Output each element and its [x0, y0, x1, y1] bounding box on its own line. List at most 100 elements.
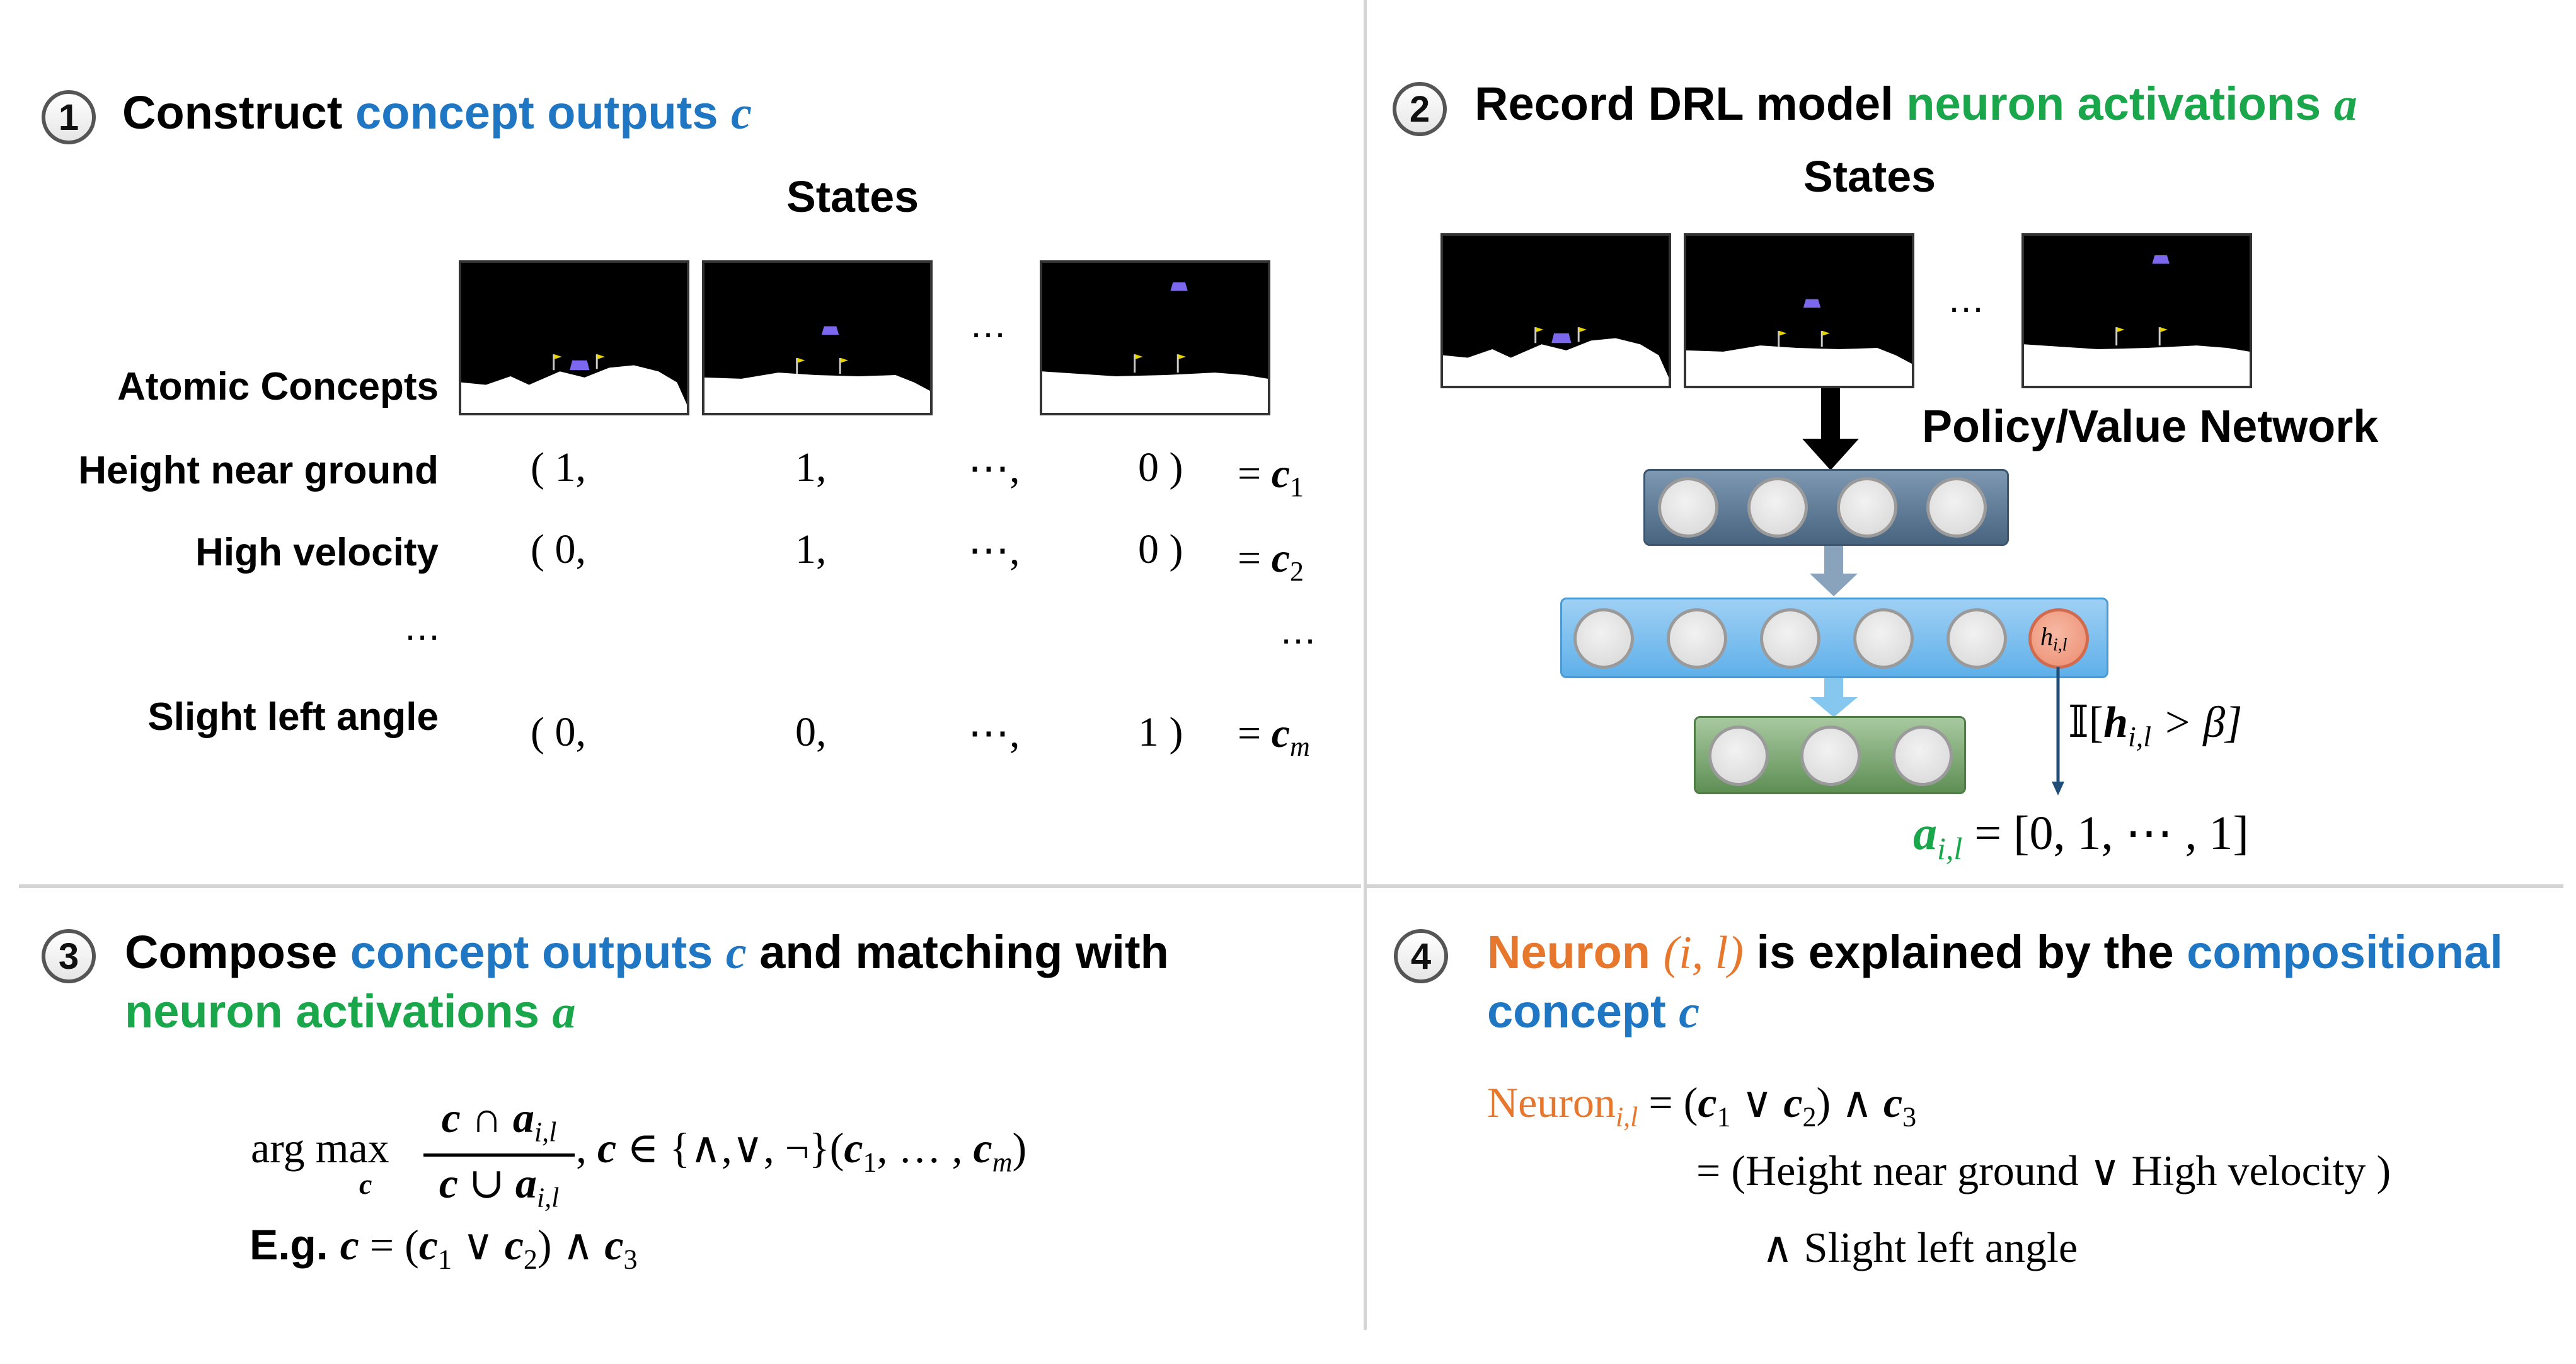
panel4-title-line2: concept c [1487, 985, 1699, 1039]
line1-c2-sub: 2 [1802, 1101, 1817, 1133]
set-c: c [597, 1124, 617, 1172]
concept-3-eq: = [1238, 710, 1272, 756]
example-c2-sub: 2 [523, 1244, 538, 1275]
step-badge-2: 2 [1393, 82, 1447, 136]
network-layer-3 [1694, 716, 1966, 794]
layer2-neuron [1667, 608, 1727, 669]
panel4-title-line2-var: c [1679, 986, 1700, 1038]
atomic-concepts-label: Atomic Concepts [117, 365, 439, 408]
network-layer-2: hi,l [1560, 598, 2108, 678]
concept-3-sub: m [1290, 731, 1310, 763]
concept-1-eq: = [1238, 451, 1272, 497]
concept-2-value-3: ⋯, [968, 528, 1020, 574]
concept-1-value-2: 1, [795, 444, 827, 490]
panel2-title-var: a [2333, 79, 2357, 130]
layer1-neuron [1747, 477, 1808, 538]
panel3-title-var: c [725, 927, 747, 979]
num-a: a [512, 1094, 534, 1141]
panel1-states-label: States [786, 172, 919, 221]
state-image-3 [1040, 260, 1270, 415]
indicator-formula: 𝕀[hi,l > β] [2068, 696, 2242, 753]
example-formula: E.g. c = (c1 ∨ c2) ∧ c3 [250, 1220, 638, 1276]
argmax-text: arg max [251, 1124, 389, 1172]
concept-name-2: High velocity [195, 531, 439, 574]
example-c: c [340, 1221, 359, 1269]
line1-eq: = ( [1638, 1078, 1698, 1126]
concept-3-var: c [1271, 710, 1291, 756]
highlighted-neuron-label: hi,l [2040, 621, 2067, 656]
input-arrow [1802, 388, 1859, 470]
panel4-title-il: (i, l) [1663, 927, 1744, 979]
activation-var: a [1913, 807, 1937, 860]
neuron-sub: i,l [1615, 1101, 1638, 1133]
layer2-neuron [1760, 608, 1820, 669]
line1-c1: c [1698, 1078, 1717, 1126]
activation-formula: ai,l = [0, 1, ⋯ , 1] [1913, 804, 2249, 867]
set-c1-sub: 1 [863, 1147, 877, 1178]
set-cm: c [973, 1124, 992, 1172]
concept-rows-ellipsis-right: … [1279, 610, 1317, 652]
concept-2-sub: 2 [1290, 556, 1304, 587]
step-badge-1: 1 [42, 90, 96, 144]
concept-2-value-2: 1, [795, 526, 827, 572]
concept-2-value-1: ( 0, [531, 526, 586, 572]
neuron-explanation-line3: ∧ Slight left angle [1762, 1223, 2078, 1271]
panel2-states-ellipsis: … [1947, 278, 1985, 320]
den-a: a [515, 1159, 537, 1207]
vertical-divider [1364, 0, 1367, 1330]
layer3-neuron [1708, 725, 1769, 786]
panel1-title-prefix: Construct [122, 86, 355, 139]
concept-3-output: = cm [1238, 710, 1310, 763]
num-c: c [441, 1094, 461, 1141]
panel2-states-label: States [1803, 152, 1936, 201]
concept-1-value-3: ⋯, [968, 446, 1020, 492]
panel3-title-line2-text: neuron activations [125, 985, 553, 1037]
neuron-explanation-line2: = (Height near ground ∨ High velocity ) [1696, 1147, 2391, 1194]
panel1-title-highlight: concept outputs [355, 86, 732, 139]
panel3-title-prefix: Compose [125, 926, 350, 978]
layer2-neuron [1573, 608, 1634, 669]
panel2-title-prefix: Record DRL model [1475, 78, 1907, 130]
network-label: Policy/Value Network [1922, 402, 2379, 452]
fraction-bar [423, 1153, 575, 1157]
panel2-title: Record DRL model neuron activations a [1475, 77, 2357, 132]
step-badge-4: 4 [1394, 929, 1448, 983]
concept-1-var: c [1271, 451, 1291, 497]
panel3-title-line2: neuron activations a [125, 985, 575, 1039]
layer1-neuron [1658, 477, 1718, 538]
activation-arrow [2052, 667, 2064, 795]
example-or: ∨ [451, 1221, 505, 1269]
indicator-sub: i,l [2128, 720, 2152, 753]
concept-3-value-2: 0, [795, 709, 827, 755]
layer1-neuron [1837, 477, 1897, 538]
example-c3: c [604, 1221, 624, 1269]
step-badge-3: 3 [42, 929, 96, 983]
layer3-neuron [1892, 725, 1953, 786]
layer2-neuron [1946, 608, 2007, 669]
indicator-open: 𝕀[ [2068, 698, 2104, 747]
argmax-operator: arg max c [251, 1123, 389, 1200]
example-and: ) ∧ [537, 1221, 605, 1269]
example-eq: = ( [359, 1221, 419, 1269]
line1-or: ∨ [1730, 1078, 1784, 1126]
state-image-1 [459, 260, 689, 415]
concept-2-eq: = [1238, 535, 1272, 581]
fraction-numerator: c ∩ ai,l [421, 1093, 577, 1148]
activation-rest: = [0, 1, ⋯ , 1] [1962, 807, 2249, 860]
composition-set: , c ∈ {∧,∨, ¬}(c1, … , cm) [576, 1123, 1026, 1179]
panel1-states-ellipsis: … [969, 303, 1007, 345]
panel3-title-line1: Compose concept outputs c and matching w… [125, 925, 1169, 980]
panel1-title: Construct concept outputs c [122, 86, 752, 141]
panel3-title-line2-var: a [552, 986, 576, 1038]
panel3-title-highlight: concept outputs [350, 926, 726, 978]
line1-c3-sub: 3 [1902, 1101, 1917, 1133]
line1-c3: c [1883, 1078, 1903, 1126]
concept-1-output: = c1 [1238, 450, 1304, 503]
set-comma: , [576, 1124, 597, 1172]
panel4-title-line1: Neuron (i, l) is explained by the compos… [1487, 925, 2503, 980]
horizontal-divider-right [1366, 884, 2563, 888]
concept-1-value-1: ( 1, [531, 444, 586, 490]
set-c1: c [844, 1124, 863, 1172]
state-image-5 [1684, 233, 1914, 388]
concept-name-3: Slight left angle [147, 695, 439, 739]
